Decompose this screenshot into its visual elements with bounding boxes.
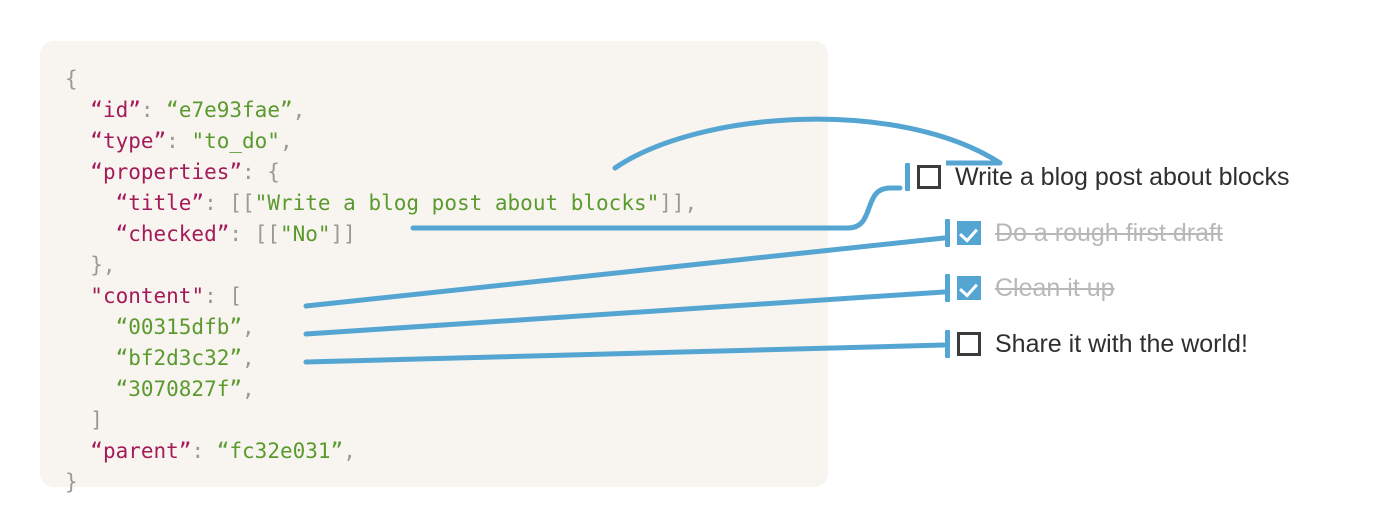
json-token-punc (65, 315, 116, 339)
json-token-punc: } (65, 470, 78, 494)
json-token-key: “type” (90, 129, 167, 153)
json-token-str: "Write a blog post about blocks" (254, 191, 660, 215)
json-token-punc: : [ (204, 284, 243, 308)
json-token-punc: , (343, 439, 356, 463)
json-token-punc: ]], (659, 191, 698, 215)
json-token-punc (65, 377, 116, 401)
json-token-punc (65, 284, 90, 308)
json-token-str: "No" (279, 222, 331, 246)
json-token-punc (65, 346, 116, 370)
json-token-punc: , (292, 98, 306, 122)
json-token-punc (65, 160, 90, 184)
json-token-key: “parent” (90, 439, 192, 463)
todo-item[interactable]: Share it with the world! (945, 327, 1248, 361)
json-token-punc (65, 98, 90, 122)
checkbox-unchecked-icon[interactable] (957, 332, 981, 356)
json-token-punc: : { (242, 160, 280, 184)
todo-item-label: Clean it up (995, 273, 1115, 302)
json-token-punc: : [[ (204, 191, 255, 215)
json-token-punc: , (279, 129, 293, 153)
todo-item[interactable]: Clean it up (945, 271, 1115, 305)
json-token-punc (65, 222, 116, 246)
json-token-key: “checked” (115, 222, 230, 246)
connector-endpoint-bar (945, 274, 950, 302)
json-token-str: “fc32e031” (216, 439, 344, 463)
todo-item-label: Do a rough first draft (995, 218, 1223, 247)
json-token-str: “3070827f” (115, 377, 243, 401)
json-token-key: “title” (115, 191, 205, 215)
json-token-punc (65, 439, 90, 463)
json-token-str: “bf2d3c32” (115, 346, 243, 370)
json-token-punc: { (65, 67, 78, 91)
json-code-text: { “id”: “e7e93fae”, “type”: "to_do", “pr… (65, 64, 697, 498)
json-token-punc (65, 129, 90, 153)
todo-item[interactable]: Do a rough first draft (945, 216, 1223, 250)
json-token-punc: ] (65, 408, 103, 432)
json-token-punc: }, (65, 253, 116, 277)
json-token-punc: ]] (330, 222, 356, 246)
json-token-punc: : (191, 439, 217, 463)
todo-item[interactable]: Write a blog post about blocks (905, 160, 1289, 194)
json-token-key: "content" (90, 284, 205, 308)
connector-endpoint-bar (945, 330, 950, 358)
checkbox-checked-icon[interactable] (957, 221, 981, 245)
json-token-punc: : (140, 98, 167, 122)
todo-item-label: Share it with the world! (995, 329, 1248, 358)
json-token-punc: , (242, 315, 255, 339)
json-token-punc: , (242, 377, 255, 401)
connector-endpoint-bar (905, 163, 910, 191)
json-token-str: "to_do" (191, 129, 280, 153)
json-token-punc (65, 191, 116, 215)
json-token-punc: : (166, 129, 192, 153)
todo-item-label: Write a blog post about blocks (955, 162, 1290, 191)
json-code-panel: { “id”: “e7e93fae”, “type”: "to_do", “pr… (40, 41, 828, 494)
json-token-key: “properties” (90, 160, 243, 184)
json-token-str: “e7e93fae” (166, 98, 293, 122)
checkbox-unchecked-icon[interactable] (917, 165, 941, 189)
json-token-punc: : [[ (229, 222, 280, 246)
json-token-str: “00315dfb” (115, 315, 243, 339)
json-token-key: “id” (90, 98, 141, 122)
connector-endpoint-bar (945, 219, 950, 247)
json-token-punc: , (242, 346, 255, 370)
checkbox-checked-icon[interactable] (957, 276, 981, 300)
